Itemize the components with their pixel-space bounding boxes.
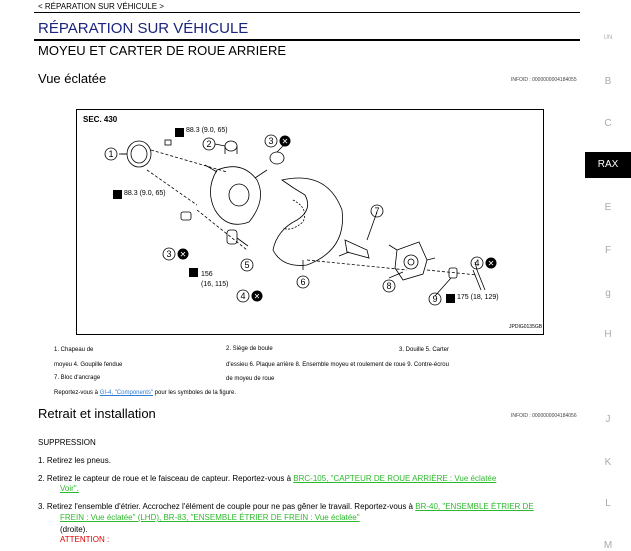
torque-value-2: 88.3 (9.0, 65) [124,190,166,197]
axle-housing-part [210,166,261,225]
callout-9: 9 [432,294,437,304]
sec-label: SEC. 430 [83,115,118,124]
callout-7: 7 [374,206,379,216]
breadcrumb: < RÉPARATION SUR VÉHICULE > [38,2,164,11]
callout-5: 5 [244,260,249,270]
torque-icon-4 [446,294,455,303]
callout-4-right: 4 [474,258,479,268]
removal-infoid: INFOID : 0000000004184056 [511,413,577,419]
legend-2b: d'essieu 6. Plaque arrière 8. Ensemble m… [226,362,449,368]
side-tab-un[interactable]: UN [603,35,613,41]
callout-1: 1 [108,149,113,159]
removal-label: SUPPRESSION [38,438,96,447]
step-3: 3. Retirez l'ensemble d'étrier. Accroche… [38,502,534,511]
exploded-diagram: 1 2 3 ✕ 3 ✕ 5 4 ✕ 6 7 8 9 4 [104,128,497,306]
step-2: 2. Retirez le capteur de roue et le fais… [38,474,496,483]
side-tab-k[interactable]: K [604,457,612,468]
hub-bearing-part [394,241,428,281]
figure-code: JPDIG0135GB [509,324,543,330]
exploded-view-figure: SEC. 430 JPDIG0135GB [76,109,544,335]
side-tab-rax[interactable]: RAX [585,152,631,178]
title-rule [34,39,580,41]
step-2-text: 2. Retirez le capteur de roue et le fais… [38,474,294,483]
step-3-text: 3. Retirez l'ensemble d'étrier. Accroche… [38,502,416,511]
legend-3a: 7. Bloc d'ancrage [54,375,101,381]
ball-seat-part [224,140,238,152]
legend-reference: Reportez-vous à GI-4, "Components" pour … [54,390,236,396]
side-tab-c[interactable]: C [604,118,612,129]
brc-105-link[interactable]: BRC-105, "CAPTEUR DE ROUE ARRIÈRE : Vue … [293,474,497,483]
bushing-part [269,151,285,165]
side-tab-j[interactable]: J [605,414,611,425]
legend-1b: 2. Siège de boule [226,346,273,352]
back-plate-part [272,177,343,266]
page-subtitle: MOYEU ET CARTER DE ROUE ARRIERE [38,43,287,58]
legend-ref-prefix: Reportez-vous à [54,390,100,396]
exploded-view-heading: Vue éclatée [38,71,107,86]
legend-3b: de moyeu de roue [226,376,275,382]
torque-icon-2 [113,190,122,199]
callout-3-left: 3 [166,249,171,259]
section-title: RÉPARATION SUR VÉHICULE [38,20,249,37]
side-tab-e[interactable]: E [604,202,612,213]
side-tab-l[interactable]: L [605,498,611,509]
callout-3-top: 3 [268,136,273,146]
side-tab-h[interactable]: H [604,329,612,340]
no-reuse-icon: ✕ [282,137,289,146]
removal-heading: Retrait et installation [38,406,156,421]
torque-value-1: 88.3 (9.0, 65) [186,127,228,134]
torque-value-3a: 156 [201,271,213,278]
side-tab-m[interactable]: M [603,540,613,551]
gi-components-link[interactable]: GI-4, "Components" [99,390,153,396]
no-reuse-icon-4: ✕ [488,259,495,268]
no-reuse-icon-3: ✕ [254,292,261,301]
brc-105-link-cont[interactable]: Voir". [60,484,79,493]
attention-label: ATTENTION : [60,535,110,544]
header-rule [34,12,580,13]
callout-4-left: 4 [240,291,245,301]
torque-value-3b: (16, 115) [201,281,229,288]
step-3-after: (droite). [60,525,88,534]
side-tab-f[interactable]: F [604,245,612,256]
br-83-link[interactable]: FREIN : Vue éclatée" (LHD), BR-83, "ENSE… [60,513,360,522]
exploded-infoid: INFOID : 0000000004184055 [511,77,577,83]
no-reuse-icon-2: ✕ [180,250,187,259]
callout-8: 8 [386,281,391,291]
torque-value-4: 175 (18, 129) [457,294,499,301]
lock-nut-part [448,267,458,279]
side-tab-b[interactable]: B [604,76,612,87]
legend-2a: moyeu 4. Goupille fendue [54,362,123,368]
step-1: 1. Retirez les pneus. [38,456,111,465]
legend-1a: 1. Chapeau de [54,347,94,353]
br-40-link[interactable]: BR-40, "ENSEMBLE ÉTRIER DE [415,502,534,511]
legend-ref-suffix: pour les symboles de la figure. [153,390,237,396]
torque-icon-3 [189,268,198,277]
torque-icons [113,128,455,303]
torque-icon-1 [175,128,184,137]
cotter-pin-part [472,269,482,291]
side-tab-g[interactable]: g [605,288,611,299]
legend-1c: 3. Douille 5. Carter [399,347,450,353]
anchor-block-part [344,239,370,259]
callout-2: 2 [206,139,211,149]
callout-6: 6 [300,277,305,287]
